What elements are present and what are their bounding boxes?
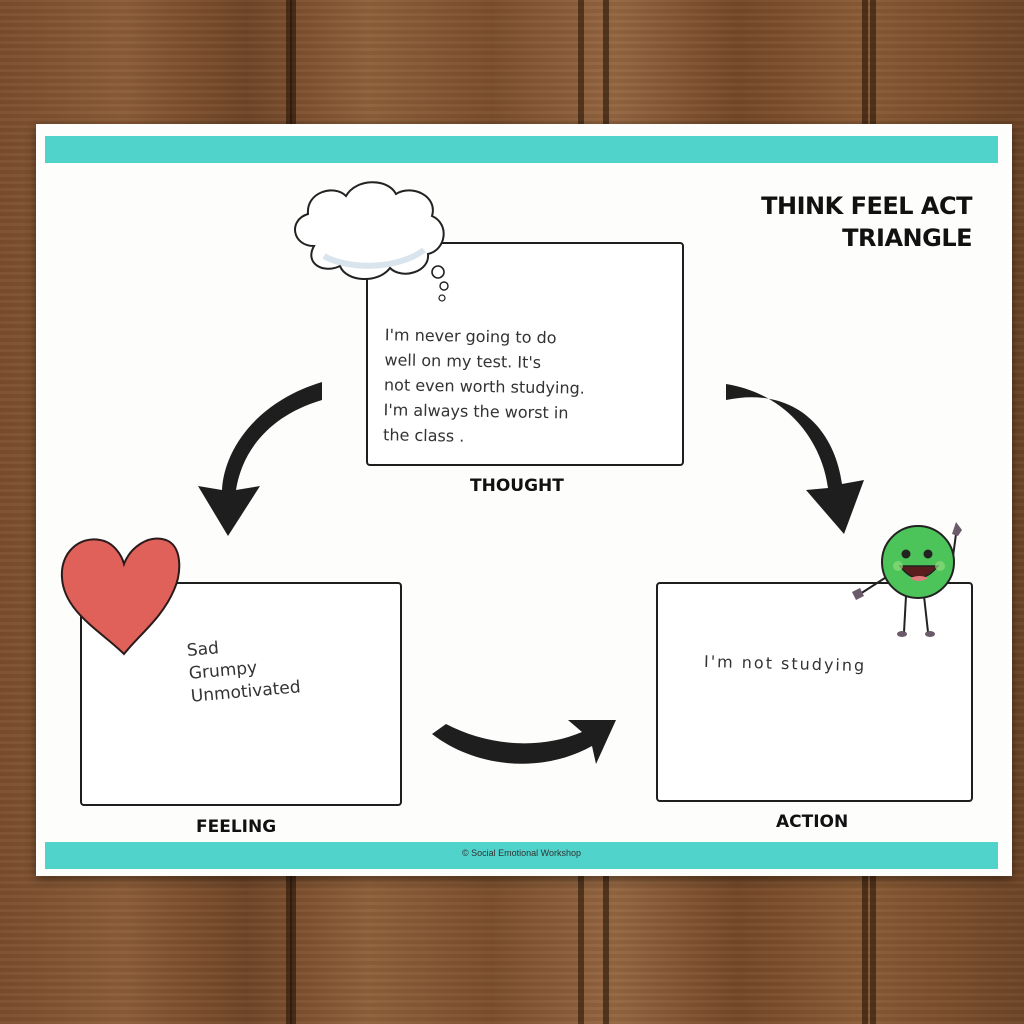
- title-line-1: THINK FEEL ACT: [761, 192, 972, 220]
- thought-box: I'm never going to do well on my test. I…: [366, 242, 684, 466]
- thought-cloud-icon: [294, 181, 449, 302]
- heart-icon: [60, 537, 181, 656]
- top-teal-band: [45, 136, 998, 163]
- title-line-2: TRIANGLE: [842, 224, 972, 252]
- arrow-icon: [198, 382, 864, 764]
- feeling-label: FEELING: [196, 817, 277, 837]
- action-label: ACTION: [776, 812, 849, 832]
- thought-label: THOUGHT: [470, 476, 564, 496]
- green-character-icon: [852, 522, 962, 637]
- worksheet-paper: © Social Emotional Workshop THINK FEEL A…: [36, 124, 1012, 876]
- bottom-teal-band: © Social Emotional Workshop: [45, 842, 998, 869]
- worksheet-title: THINK FEEL ACT TRIANGLE: [761, 190, 972, 254]
- action-box: I'm not studying: [656, 582, 973, 802]
- copyright-text: © Social Emotional Workshop: [461, 848, 582, 858]
